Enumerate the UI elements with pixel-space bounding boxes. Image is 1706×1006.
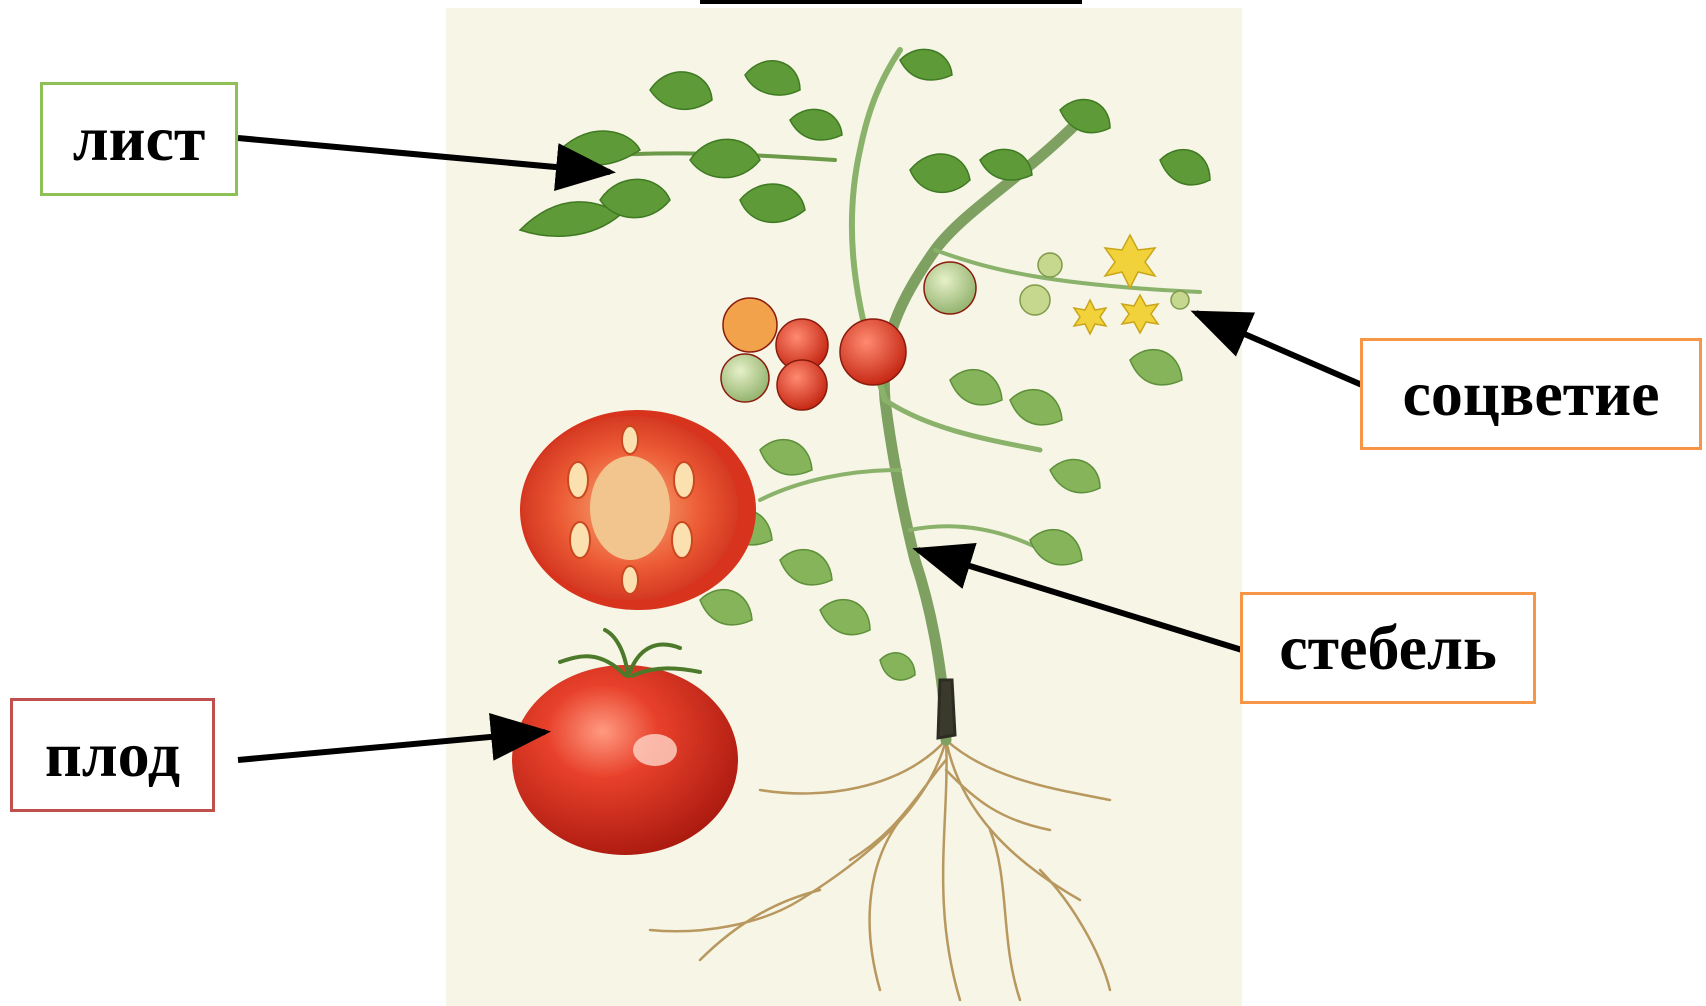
top-edge-line <box>700 0 1082 4</box>
inflorescence-label: соцветие <box>1360 338 1702 450</box>
stem-label: стебель <box>1240 592 1536 704</box>
halved-tomato <box>520 410 756 610</box>
leaf-label: лист <box>40 82 238 196</box>
fruit-label: плод <box>10 698 215 812</box>
